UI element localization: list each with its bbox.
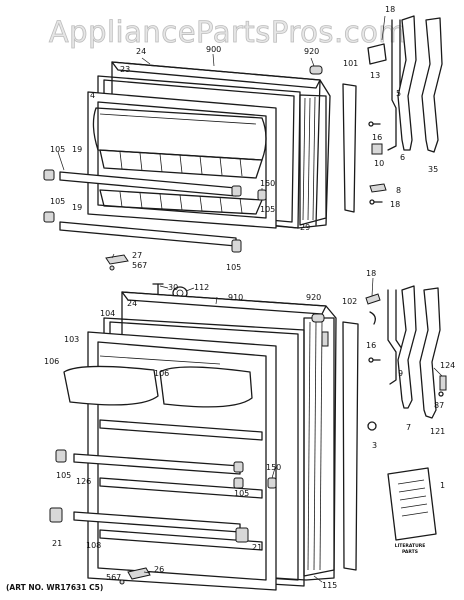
- literature-label-line-1: LITERATURE: [395, 543, 426, 549]
- callout: 115: [322, 581, 337, 590]
- callout: 104: [100, 309, 115, 318]
- freezer-door-assembly: [43, 61, 331, 300]
- callout: 5: [396, 89, 401, 98]
- callout: 1: [440, 481, 445, 490]
- callout: 30: [168, 283, 178, 292]
- literature-label-line-2: PARTS: [402, 549, 418, 555]
- callout: 103: [64, 335, 79, 344]
- callout: 105: [226, 263, 241, 272]
- callout: 19: [72, 203, 82, 212]
- callout: 910: [228, 293, 243, 302]
- callout: 567: [106, 573, 121, 582]
- callout: 101: [343, 59, 358, 68]
- leader-lines: [57, 15, 443, 583]
- callout: 105: [50, 145, 65, 154]
- art-number: (ART NO. WR17631 C5): [6, 583, 103, 592]
- callout: 18: [385, 5, 395, 14]
- callout: 900: [206, 45, 221, 54]
- callout: 24: [127, 299, 137, 308]
- callout: 126: [76, 477, 91, 486]
- callout: 106: [154, 369, 169, 378]
- callout: 9: [398, 369, 403, 378]
- callout: 16: [372, 133, 382, 142]
- callout: 102: [342, 297, 357, 306]
- callout: 3: [372, 441, 377, 450]
- callout: 23: [120, 65, 130, 74]
- callout: 87: [434, 401, 444, 410]
- callout: 124: [440, 361, 455, 370]
- callout: 18: [390, 200, 400, 209]
- callout: 27: [132, 251, 142, 260]
- callout: 26: [154, 565, 164, 574]
- fresh-food-door-assembly: [49, 291, 337, 591]
- callout: 105: [234, 489, 249, 498]
- callout: 108: [86, 541, 101, 550]
- callout: 920: [306, 293, 321, 302]
- callout: 6: [400, 153, 405, 162]
- callout: 8: [396, 186, 401, 195]
- callout: 105: [50, 197, 65, 206]
- fresh-food-hinge-parts: LITERATURE PARTS: [311, 285, 447, 571]
- callout: 13: [370, 71, 380, 80]
- callout: 106: [44, 357, 59, 366]
- callouts: 18 24 900 920 101 13 23 4 5 16 6 35 105 …: [44, 5, 455, 590]
- callout: 105: [56, 471, 71, 480]
- callout: 21: [52, 539, 62, 548]
- callout: 4: [90, 91, 95, 100]
- callout: 150: [260, 179, 275, 188]
- callout: 19: [72, 145, 82, 154]
- callout: 920: [304, 47, 319, 56]
- callout: 21: [252, 543, 262, 552]
- callout: 10: [374, 159, 384, 168]
- callout: 105: [260, 205, 275, 214]
- callout: 29: [300, 223, 310, 232]
- callout: 112: [194, 283, 209, 292]
- callout: 18: [366, 269, 376, 278]
- callout: 24: [136, 47, 146, 56]
- callout: 35: [428, 165, 438, 174]
- freezer-hinge-parts: [309, 15, 443, 213]
- callout: 567: [132, 261, 147, 270]
- callout: 150: [266, 463, 281, 472]
- callout: 121: [430, 427, 445, 436]
- callout: 16: [366, 341, 376, 350]
- watermark-text: AppliancePartsPros.com: [49, 15, 407, 49]
- callout: 7: [406, 423, 411, 432]
